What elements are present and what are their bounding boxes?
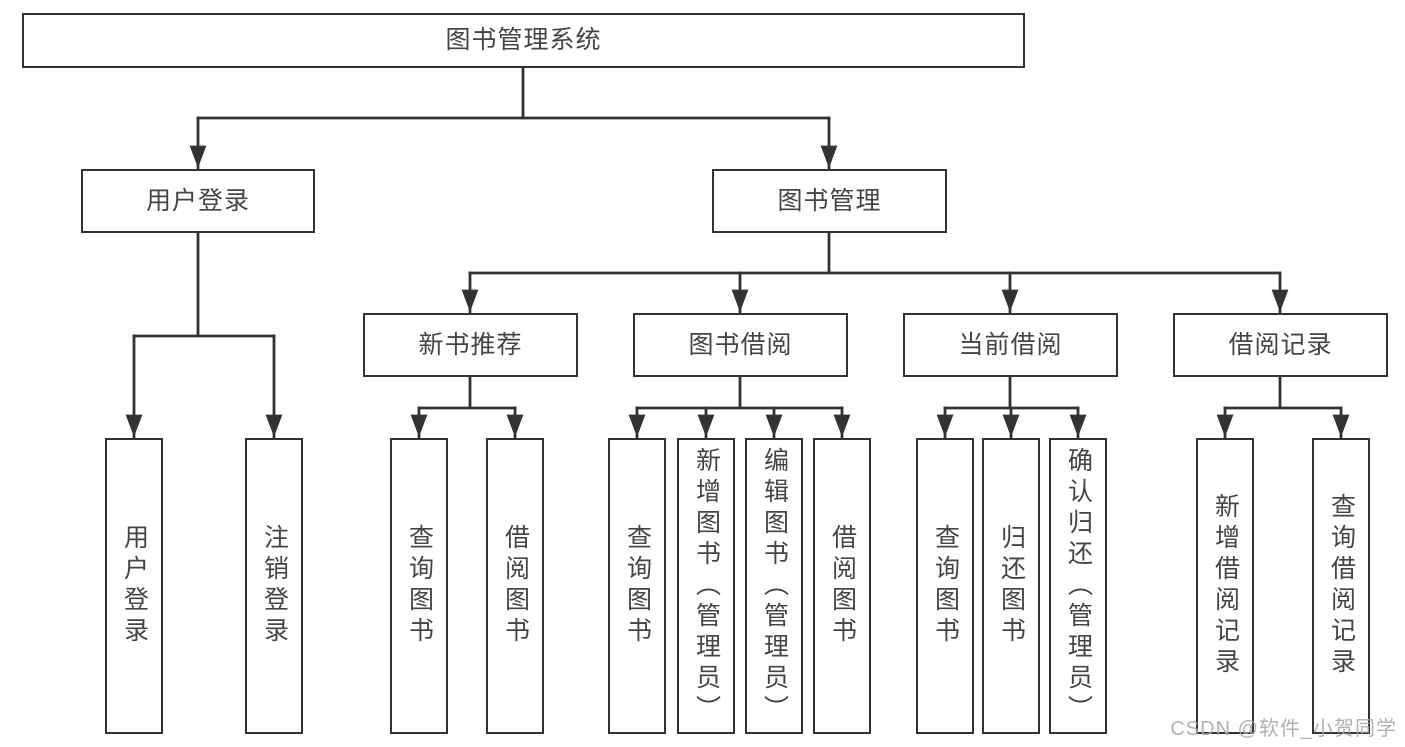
leaf-current-query-books-label: 查询图书: [931, 524, 960, 648]
node-user-login-label: 用户登录: [145, 186, 250, 215]
edges-root: [189, 66, 838, 170]
leaf-borrow-borrow-books: 借阅图书: [813, 438, 871, 734]
leaf-recommend-query-books: 查询图书: [390, 438, 448, 734]
node-root-label: 图书管理系统: [445, 26, 602, 54]
leaf-borrow-edit-books-admin-label: 编辑图书（管理员）: [760, 446, 789, 726]
leaf-current-return-books-label: 归还图书: [997, 524, 1026, 648]
node-borrow-records-label: 借阅记录: [1228, 330, 1333, 359]
leaf-records-query-borrow-record: 查询借阅记录: [1312, 438, 1370, 734]
node-book-borrow: 图书借阅: [633, 313, 848, 377]
leaf-recommend-query-books-label: 查询图书: [405, 524, 434, 648]
leaf-borrow-borrow-books-label: 借阅图书: [828, 524, 857, 648]
leaf-current-confirm-return-admin: 确认归还（管理员）: [1049, 438, 1107, 734]
leaf-borrow-query-books-label: 查询图书: [623, 524, 652, 648]
node-root: 图书管理系统: [22, 13, 1025, 68]
leaf-logout-label: 注销登录: [260, 524, 289, 648]
edges-book-management: [461, 231, 1289, 314]
leaf-user-login-label: 用户登录: [120, 524, 149, 648]
node-new-book-recommend: 新书推荐: [363, 313, 578, 377]
edges-book-borrow: [628, 375, 851, 439]
node-borrow-records: 借阅记录: [1173, 313, 1388, 377]
node-new-book-recommend-label: 新书推荐: [418, 330, 523, 359]
leaf-user-login: 用户登录: [105, 438, 163, 734]
leaf-recommend-borrow-books: 借阅图书: [486, 438, 544, 734]
leaf-logout: 注销登录: [245, 438, 303, 734]
node-user-login: 用户登录: [81, 169, 315, 233]
node-book-borrow-label: 图书借阅: [688, 330, 793, 359]
leaf-records-query-borrow-record-label: 查询借阅记录: [1327, 493, 1356, 679]
leaf-current-return-books: 归还图书: [982, 438, 1040, 734]
node-book-management: 图书管理: [712, 169, 947, 233]
edges-current-borrow: [936, 375, 1087, 439]
leaf-records-add-borrow-record-label: 新增借阅记录: [1211, 493, 1240, 679]
node-current-borrow-label: 当前借阅: [958, 330, 1063, 359]
edges-new-book-recommend: [410, 375, 524, 439]
leaf-borrow-add-books-admin: 新增图书（管理员）: [677, 438, 735, 734]
leaf-borrow-query-books: 查询图书: [608, 438, 666, 734]
edges-borrow-records: [1216, 375, 1350, 439]
leaf-borrow-add-books-admin-label: 新增图书（管理员）: [692, 446, 721, 726]
edges-user-login: [125, 231, 283, 439]
leaf-recommend-borrow-books-label: 借阅图书: [501, 524, 530, 648]
node-current-borrow: 当前借阅: [903, 313, 1118, 377]
node-book-management-label: 图书管理: [777, 186, 882, 215]
csdn-watermark: CSDN @软件_小贺同学: [1170, 718, 1397, 740]
leaf-current-confirm-return-admin-label: 确认归还（管理员）: [1064, 446, 1093, 726]
leaf-current-query-books: 查询图书: [916, 438, 974, 734]
leaf-borrow-edit-books-admin: 编辑图书（管理员）: [745, 438, 803, 734]
leaf-records-add-borrow-record: 新增借阅记录: [1196, 438, 1254, 734]
